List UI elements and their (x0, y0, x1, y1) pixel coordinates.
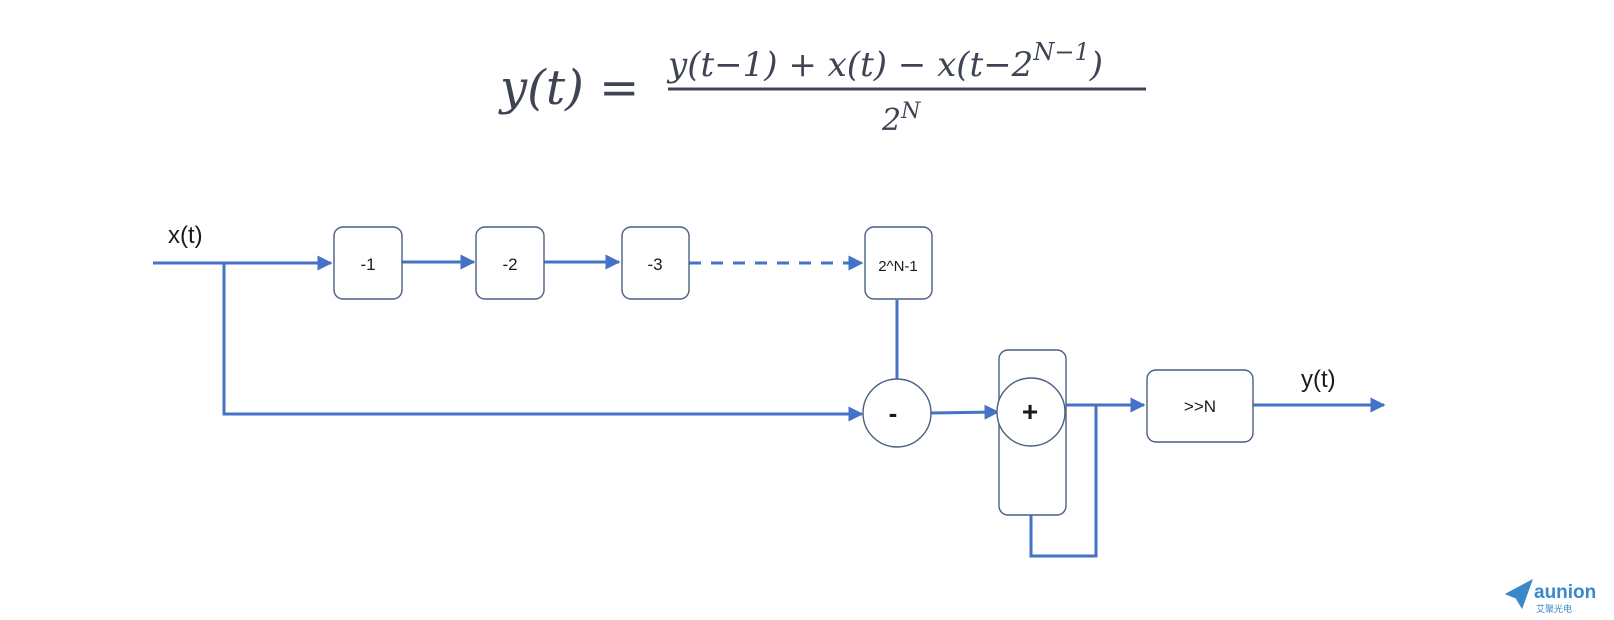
delay-block-2: -2 (475, 226, 545, 300)
delay-block-n: 2^N-1 (864, 226, 933, 300)
output-label: y(t) (1301, 366, 1336, 393)
logo-subtitle: 艾聚光电 (1536, 603, 1572, 615)
formula-numerator-exponent: N−1 (1032, 38, 1089, 66)
delay-block-n-label: 2^N-1 (878, 258, 918, 275)
formula-numerator-main: y(t−1) + x(t) − x(t−2 (666, 45, 1033, 85)
formula: y(t) = y(t−1) + x(t) − x(t−2N−1) 2N (498, 38, 1146, 138)
aunion-logo: aunion 艾聚光电 (1504, 578, 1596, 615)
delay-block-1-label: -1 (360, 255, 375, 274)
wires (153, 254, 1386, 558)
formula-numerator-close: ) (1089, 45, 1103, 85)
subtract-to-add-wire (930, 404, 1000, 420)
accumulator-block: + (996, 349, 1067, 516)
formula-denominator: 2N (881, 99, 921, 138)
formula-denominator-base: 2 (881, 103, 901, 138)
delay-block-3: -3 (621, 226, 690, 300)
formula-numerator: y(t−1) + x(t) − x(t−2N−1) (666, 38, 1103, 85)
logo-name: aunion (1534, 582, 1596, 603)
bypass-wire (222, 263, 864, 422)
shift-block: >>N (1146, 369, 1254, 443)
shift-block-label: >>N (1184, 397, 1216, 416)
delay-block-1: -1 (333, 226, 403, 300)
formula-lhs: y(t) = (498, 60, 639, 116)
delay-block-2-label: -2 (502, 255, 517, 274)
subtract-node: - (862, 378, 932, 448)
delay-block-3-label: -3 (647, 255, 662, 274)
add-node-label: + (1022, 396, 1038, 427)
paper-plane-icon (1504, 578, 1533, 610)
formula-denominator-exponent: N (900, 99, 921, 124)
subtract-node-label: - (889, 398, 898, 428)
input-label: x(t) (168, 222, 203, 249)
